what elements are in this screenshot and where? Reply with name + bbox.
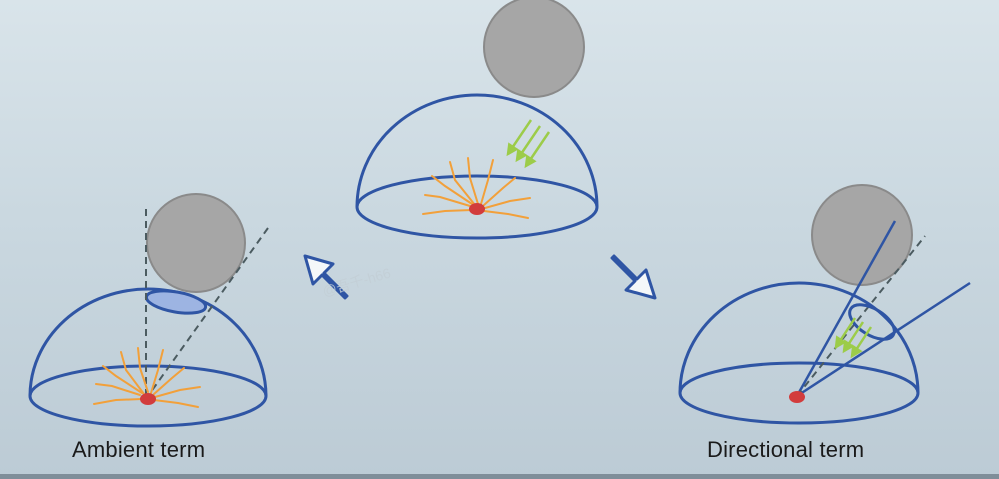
ambient-rays (93, 347, 201, 408)
right-arrow (610, 254, 657, 300)
occluder-sphere (811, 184, 913, 286)
hemisphere-base (28, 364, 268, 428)
surface-point (140, 393, 156, 405)
top-diagram (355, 0, 599, 240)
left-arrow (303, 254, 349, 300)
ambient-rays (422, 157, 531, 219)
hemisphere-base (678, 361, 920, 425)
directional-diagram (678, 184, 971, 425)
direct-light-arrows (506, 119, 551, 169)
occluder-sphere (483, 0, 585, 98)
surface-point (789, 391, 805, 403)
hemisphere-dome (678, 281, 920, 394)
hemisphere-dome (355, 93, 599, 208)
ambient-term-caption: Ambient term (72, 437, 206, 462)
direct-light-arrows (834, 317, 873, 359)
directional-term-caption: Directional term (707, 437, 865, 462)
occluder-sphere (146, 193, 246, 293)
cone-cross-section (848, 303, 896, 341)
cone-axis (796, 235, 926, 397)
ambient-diagram (28, 193, 269, 428)
hemisphere-base (355, 174, 599, 240)
hemisphere-dome (28, 287, 268, 397)
surface-point (469, 203, 485, 215)
occlusion-guide-lines (145, 209, 269, 397)
bottom-bar (0, 474, 999, 479)
